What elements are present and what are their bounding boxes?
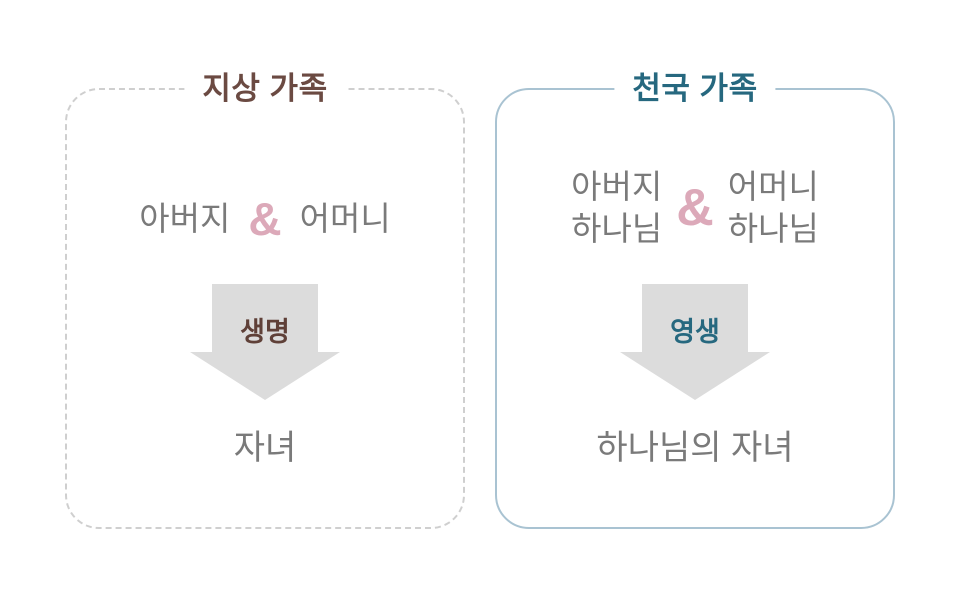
parents-row-earthly: 아버지 & 어머니 [67, 196, 463, 242]
child-label-heavenly: 하나님의 자녀 [596, 429, 794, 467]
mother-line-2: 하나님 [727, 210, 819, 248]
panel-heavenly-family: 아버지 하나님 & 어머니 하나님 영생 하나님의 자녀 [495, 88, 895, 529]
ampersand-earthly: & [248, 193, 282, 245]
mother-line-1: 어머니 [299, 199, 391, 237]
ampersand-heavenly: & [676, 179, 714, 238]
arrow-heavenly: 영생 [620, 284, 770, 400]
father-line-1: 아버지 [139, 199, 231, 237]
father-label-heavenly: 아버지 하나님 [571, 166, 662, 250]
mother-label-earthly: 어머니 [300, 198, 391, 240]
father-line-1: 아버지 [571, 168, 663, 205]
father-line-2: 하나님 [571, 210, 663, 248]
mother-line-1: 어머니 [727, 168, 819, 205]
arrow-earthly: 생명 [190, 284, 340, 400]
panel-title-heavenly: 천국 가족 [614, 68, 776, 110]
arrow-label-heavenly: 영생 [670, 317, 720, 347]
parents-row-heavenly: 아버지 하나님 & 어머니 하나님 [497, 166, 893, 250]
down-arrow-icon [620, 284, 770, 400]
father-label-earthly: 아버지 [139, 198, 230, 240]
panel-title-earthly: 지상 가족 [184, 68, 346, 110]
panel-earthly-family: 아버지 & 어머니 생명 자녀 [65, 88, 465, 529]
down-arrow-icon [190, 284, 340, 400]
arrow-label-earthly: 생명 [240, 317, 290, 347]
mother-label-heavenly: 어머니 하나님 [728, 166, 819, 250]
child-label-earthly: 자녀 [233, 429, 297, 467]
